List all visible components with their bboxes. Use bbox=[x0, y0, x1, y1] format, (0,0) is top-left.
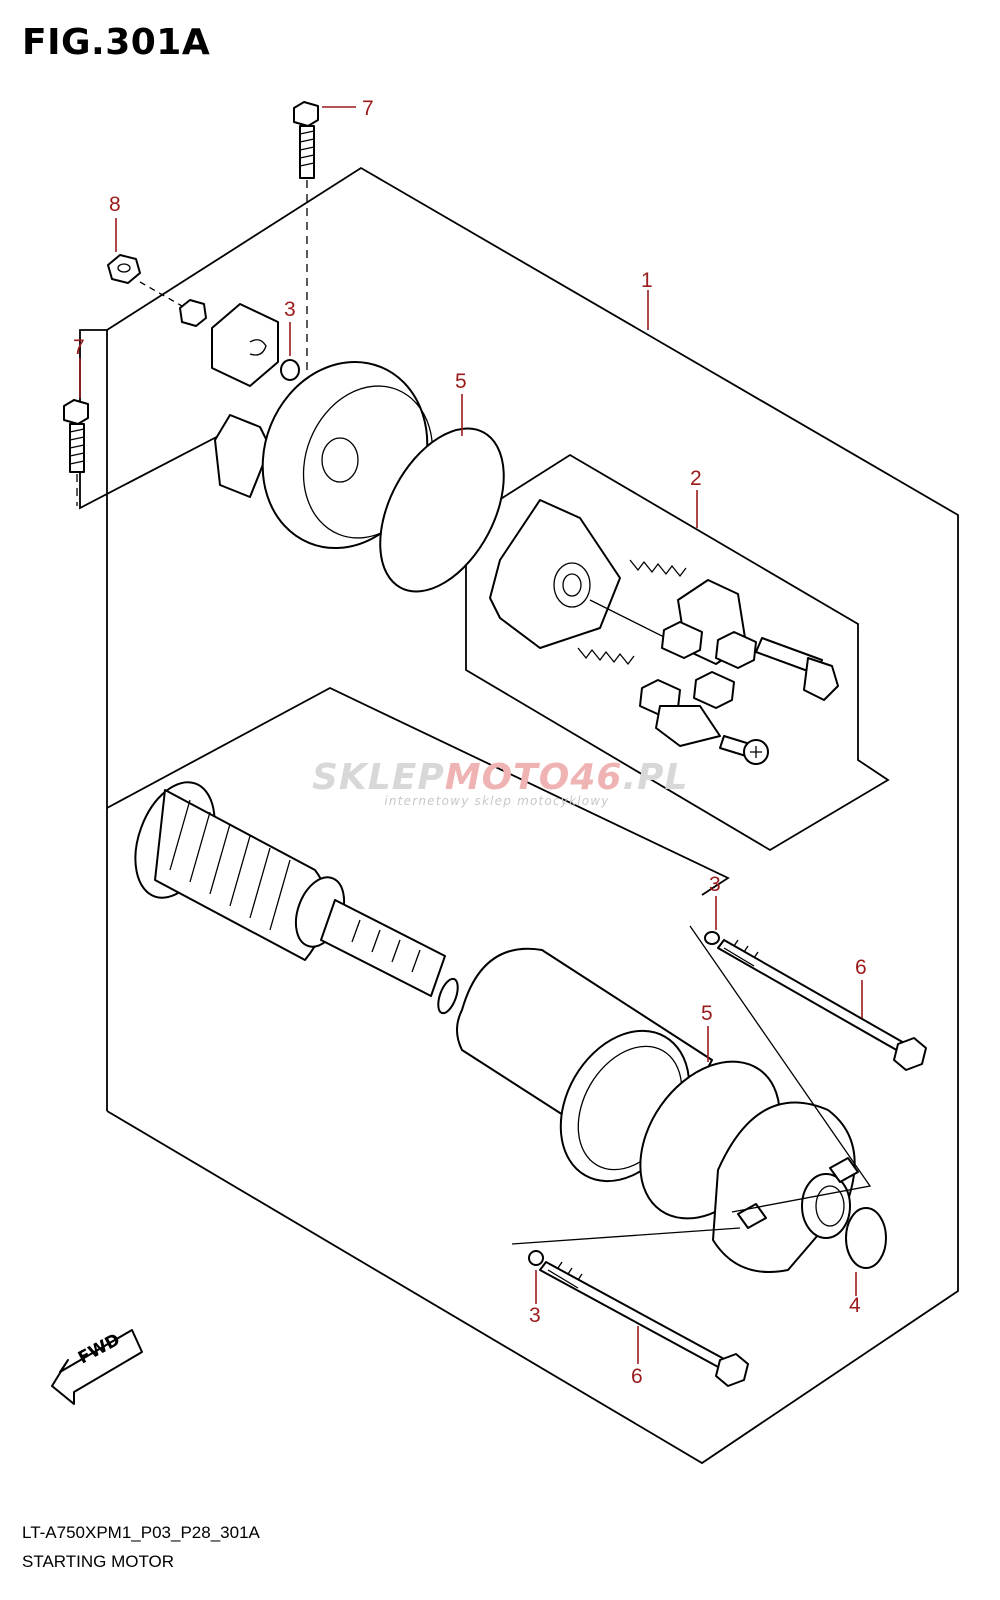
o-ring-housing bbox=[845, 1207, 887, 1269]
callout-o-ring-bottom: 3 bbox=[529, 1304, 541, 1327]
leader-lines bbox=[79, 106, 863, 1364]
o-ring-bottom bbox=[528, 1250, 544, 1266]
watermark-tagline: internetowy sklep motocyklowy bbox=[384, 794, 610, 808]
brush-holder-plate bbox=[489, 499, 681, 649]
callout-o-ring-top: 3 bbox=[284, 298, 296, 321]
callout-o-ring-right: 3 bbox=[709, 873, 721, 896]
front-housing bbox=[712, 1101, 859, 1273]
brush-set-upper bbox=[661, 579, 757, 669]
watermark-brand-a: SKLEP bbox=[312, 757, 445, 798]
terminal-bolt bbox=[755, 637, 839, 701]
fwd-arrow: FWD bbox=[51, 1329, 143, 1405]
armature bbox=[134, 781, 459, 1015]
brush-spring-lower bbox=[577, 647, 635, 666]
callout-o-ring-housing: 4 bbox=[849, 1294, 861, 1317]
callout-through-bolt-right: 6 bbox=[855, 956, 867, 979]
watermark: SKLEPMOTO46.PL internetowy sklep motocyk… bbox=[312, 757, 687, 808]
callout-bolt-left: 7 bbox=[73, 336, 85, 359]
nut bbox=[107, 254, 207, 327]
callout-nut: 8 bbox=[109, 193, 121, 216]
through-bolt-bottom bbox=[511, 1227, 749, 1387]
callout-assembly: 1 bbox=[641, 269, 653, 292]
o-ring-rear bbox=[379, 427, 505, 593]
callout-numbers: 7 8 7 3 1 5 2 3 6 5 4 3 6 bbox=[73, 97, 867, 1388]
callout-bolt-top: 7 bbox=[362, 97, 374, 120]
rear-end-cover bbox=[214, 360, 434, 550]
figure-title: FIG.301A bbox=[22, 22, 211, 63]
o-ring-top bbox=[280, 359, 300, 381]
watermark-brand-c: .PL bbox=[622, 757, 689, 798]
brush-set-lower bbox=[639, 671, 735, 747]
watermark-brand: SKLEPMOTO46.PL bbox=[312, 757, 687, 798]
o-ring-right bbox=[704, 931, 720, 945]
footer-code: LT-A750XPM1_P03_P28_301A bbox=[22, 1523, 260, 1542]
bolt-left bbox=[63, 399, 89, 506]
watermark-brand-b: MOTO46 bbox=[444, 757, 623, 798]
screw bbox=[719, 735, 769, 765]
brush-holder-outline bbox=[465, 453, 890, 852]
callout-o-ring-rear: 5 bbox=[455, 370, 467, 393]
callout-through-bolt-bottom: 6 bbox=[631, 1365, 643, 1388]
callout-brush-holder: 2 bbox=[690, 467, 702, 490]
callout-o-ring-front: 5 bbox=[701, 1002, 713, 1025]
armature-outline bbox=[106, 686, 730, 896]
footer-name: STARTING MOTOR bbox=[22, 1552, 175, 1571]
brush-spring-upper bbox=[629, 559, 687, 578]
terminal-cap bbox=[211, 303, 279, 387]
bolt-top bbox=[293, 101, 319, 370]
through-bolt-right bbox=[689, 925, 927, 1213]
